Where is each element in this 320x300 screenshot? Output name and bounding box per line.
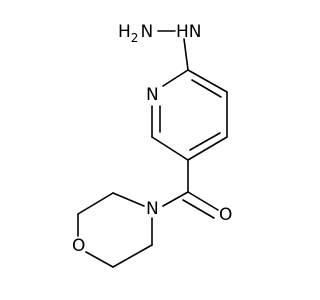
bond-c3-c2: [151, 136, 189, 161]
bond-c6-c5-inner: [191, 79, 222, 98]
n-after-h2: N: [140, 22, 153, 42]
bond-carbonyl-o: [187, 191, 219, 211]
h2-subscript: 2: [131, 31, 139, 45]
atom-label-pyridine-n: N: [146, 85, 159, 105]
h2-label: H: [118, 22, 131, 42]
bond-morpholine-n-c1: [112, 192, 145, 207]
bond-c4-c3: [187, 136, 228, 161]
bond-morpholine-c3-c4: [112, 244, 153, 268]
bond-morpholine-o-c3: [85, 251, 114, 268]
atom-label-morpholine-o: O: [72, 236, 85, 256]
bond-c6-n1: [162, 69, 189, 87]
bond-carbonyl-o-second: [182, 199, 215, 219]
bond-morpholine-c1-c2: [77, 192, 114, 215]
atom-label-carbonyl-o: O: [219, 205, 232, 225]
bond-nh-c6: [183, 38, 189, 71]
bond-carbonyl-morpholine-n: [162, 191, 189, 207]
bond-c4-c3-inner: [189, 132, 221, 151]
bond-c6-c5: [187, 69, 228, 93]
atom-label-morpholine-n: N: [146, 199, 159, 219]
atom-label-nh: HN: [176, 22, 202, 42]
